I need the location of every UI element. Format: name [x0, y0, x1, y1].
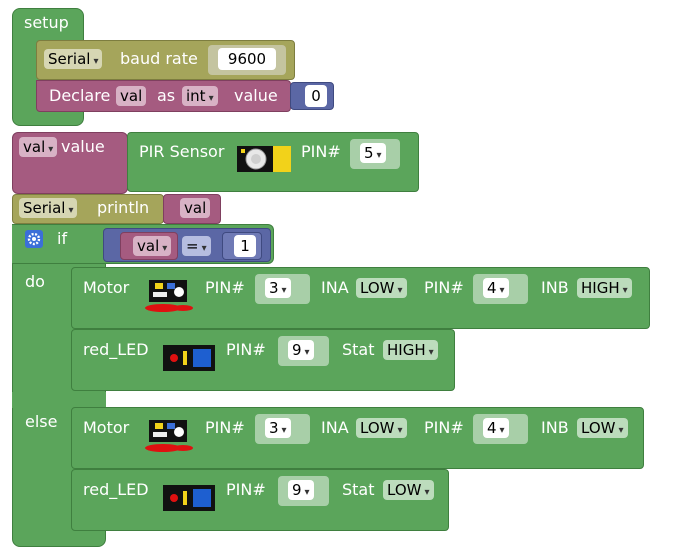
- dropdown-arrow-icon: ▾: [68, 205, 74, 216]
- gear-icon[interactable]: [25, 230, 43, 248]
- condition-value-input[interactable]: 1: [234, 235, 256, 257]
- dropdown-arrow-icon: ▾: [622, 285, 628, 296]
- else-led-block[interactable]: [71, 469, 449, 531]
- declare-block[interactable]: [36, 80, 291, 112]
- dropdown-arrow-icon: ▾: [304, 487, 310, 498]
- else-motor-inb-label: INB: [541, 418, 569, 437]
- do-led-block[interactable]: [71, 329, 455, 391]
- serial-dropdown[interactable]: Serial▾: [44, 49, 103, 69]
- pir-pin-label: PIN#: [301, 142, 341, 161]
- do-motor-ina-label: INA: [321, 278, 349, 297]
- if-label: if: [57, 229, 68, 248]
- dropdown-arrow-icon: ▾: [281, 285, 287, 296]
- else-header-bar: [12, 392, 106, 408]
- baud-rate-input[interactable]: 9600: [218, 48, 276, 70]
- else-motor-pin2-label: PIN#: [424, 418, 464, 437]
- dropdown-arrow-icon: ▾: [397, 425, 403, 436]
- do-led-stat-dropdown[interactable]: HIGH▾: [383, 340, 438, 360]
- operator-dropdown[interactable]: =▾: [182, 236, 211, 256]
- do-led-stat-label: Stat: [342, 340, 375, 359]
- dropdown-arrow-icon: ▾: [499, 425, 505, 436]
- do-motor-pin2-dropdown[interactable]: 4▾: [483, 278, 509, 298]
- else-motor-ina-dropdown[interactable]: LOW▾: [356, 418, 407, 438]
- variable-dropdown[interactable]: val: [116, 86, 147, 106]
- led-module-icon: [163, 485, 215, 511]
- do-motor-pin-dropdown[interactable]: 3▾: [265, 278, 291, 298]
- do-motor-inb-label: INB: [541, 278, 569, 297]
- do-motor-ina-dropdown[interactable]: LOW▾: [356, 278, 407, 298]
- do-motor-inb-dropdown[interactable]: HIGH▾: [577, 278, 632, 298]
- do-led-pin-label: PIN#: [226, 340, 266, 359]
- else-label: else: [25, 412, 58, 431]
- do-label: do: [25, 272, 45, 291]
- do-motor-pin-label: PIN#: [205, 278, 245, 297]
- led-module-icon: [163, 345, 215, 371]
- dropdown-arrow-icon: ▾: [281, 425, 287, 436]
- else-motor-pin-label: PIN#: [205, 418, 245, 437]
- else-motor-inb-dropdown[interactable]: LOW▾: [577, 418, 628, 438]
- dropdown-arrow-icon: ▾: [48, 144, 54, 155]
- pir-sensor-label: PIR Sensor: [139, 142, 225, 161]
- do-motor-pin2-label: PIN#: [424, 278, 464, 297]
- else-led-pin-label: PIN#: [226, 480, 266, 499]
- pir-pin-dropdown[interactable]: 5▾: [360, 143, 386, 163]
- declare-value-input[interactable]: 0: [305, 85, 327, 107]
- dropdown-arrow-icon: ▾: [93, 56, 99, 67]
- dropdown-arrow-icon: ▾: [424, 487, 430, 498]
- dropdown-arrow-icon: ▾: [304, 347, 310, 358]
- do-led-pin-dropdown[interactable]: 9▾: [288, 340, 314, 360]
- dropdown-arrow-icon: ▾: [397, 285, 403, 296]
- dropdown-arrow-icon: ▾: [428, 347, 434, 358]
- println-label: println: [97, 198, 150, 217]
- else-motor-ina-label: INA: [321, 418, 349, 437]
- else-motor-pin-dropdown[interactable]: 3▾: [265, 418, 291, 438]
- dropdown-arrow-icon: ▾: [618, 425, 624, 436]
- else-led-stat-label: Stat: [342, 480, 375, 499]
- do-motor-label: Motor: [83, 278, 130, 297]
- else-motor-label: Motor: [83, 418, 130, 437]
- assign-variable-dropdown[interactable]: val▾: [19, 137, 58, 157]
- declare-label: Declare: [49, 86, 111, 105]
- setup-label: setup: [24, 13, 69, 32]
- else-motor-pin2-dropdown[interactable]: 4▾: [483, 418, 509, 438]
- assign-value-label: value: [61, 137, 105, 156]
- dropdown-arrow-icon: ▾: [499, 285, 505, 296]
- dropdown-arrow-icon: ▾: [201, 243, 207, 254]
- do-led-label: red_LED: [83, 340, 149, 359]
- pir-sensor-icon: [237, 146, 291, 172]
- println-var[interactable]: val: [180, 198, 211, 218]
- motor-module-icon: [145, 280, 193, 312]
- dropdown-arrow-icon: ▾: [162, 243, 168, 254]
- value-label: value: [234, 86, 278, 105]
- dropdown-arrow-icon: ▾: [376, 150, 382, 161]
- else-led-stat-dropdown[interactable]: LOW▾: [383, 480, 434, 500]
- println-serial-dropdown[interactable]: Serial▾: [19, 198, 78, 218]
- condition-var[interactable]: val▾: [133, 236, 172, 256]
- else-led-pin-dropdown[interactable]: 9▾: [288, 480, 314, 500]
- dropdown-arrow-icon: ▾: [208, 93, 214, 104]
- baud-rate-label: baud rate: [120, 49, 198, 68]
- as-label: as: [157, 86, 176, 105]
- else-led-label: red_LED: [83, 480, 149, 499]
- type-dropdown[interactable]: int▾: [182, 86, 218, 106]
- motor-module-icon: [145, 420, 193, 452]
